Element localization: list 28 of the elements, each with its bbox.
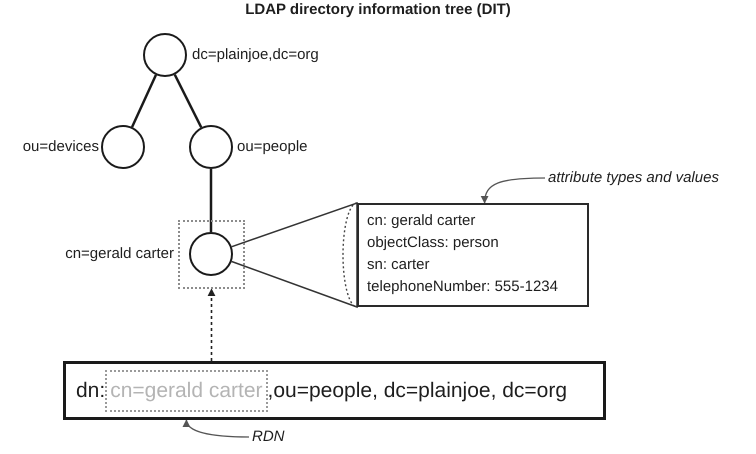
leader-line [481, 177, 545, 204]
dashed-selection-frame [178, 220, 245, 289]
rdn-frame: cn=gerald carter [105, 370, 268, 412]
diagram-title: LDAP directory information tree (DIT) [245, 1, 511, 19]
tree-line [130, 74, 158, 128]
expansion-cone-lines [230, 202, 358, 308]
attribute-line: telephoneNumber: 555-1234 [367, 277, 558, 297]
dn-path-text: ,ou=people, dc=plainjoe, dc=org [268, 378, 568, 404]
entry-circle [189, 232, 233, 276]
tree-line [174, 74, 202, 128]
entry-circle [189, 125, 233, 169]
attribute-panel [357, 203, 589, 307]
entry-circle [143, 33, 187, 77]
node-label: ou=devices [22, 138, 99, 156]
node-label: dc=plainjoe,dc=org [192, 46, 319, 64]
attribute-line: objectClass: person [367, 233, 499, 253]
attribute-line: sn: carter [367, 255, 430, 275]
pointer-arrow [208, 288, 216, 361]
attribute-line: cn: gerald carter [367, 211, 476, 231]
callout-text: attribute types and values [548, 168, 719, 188]
callout-text: RDN [252, 427, 284, 447]
dn-prefix-text: dn: [76, 378, 106, 404]
entry-circle [101, 125, 145, 169]
leader-line [184, 419, 249, 438]
node-label: cn=gerald carter [65, 245, 174, 263]
dn-panel [63, 361, 606, 420]
node-label: ou=people [237, 138, 308, 156]
tree-line [210, 169, 212, 232]
